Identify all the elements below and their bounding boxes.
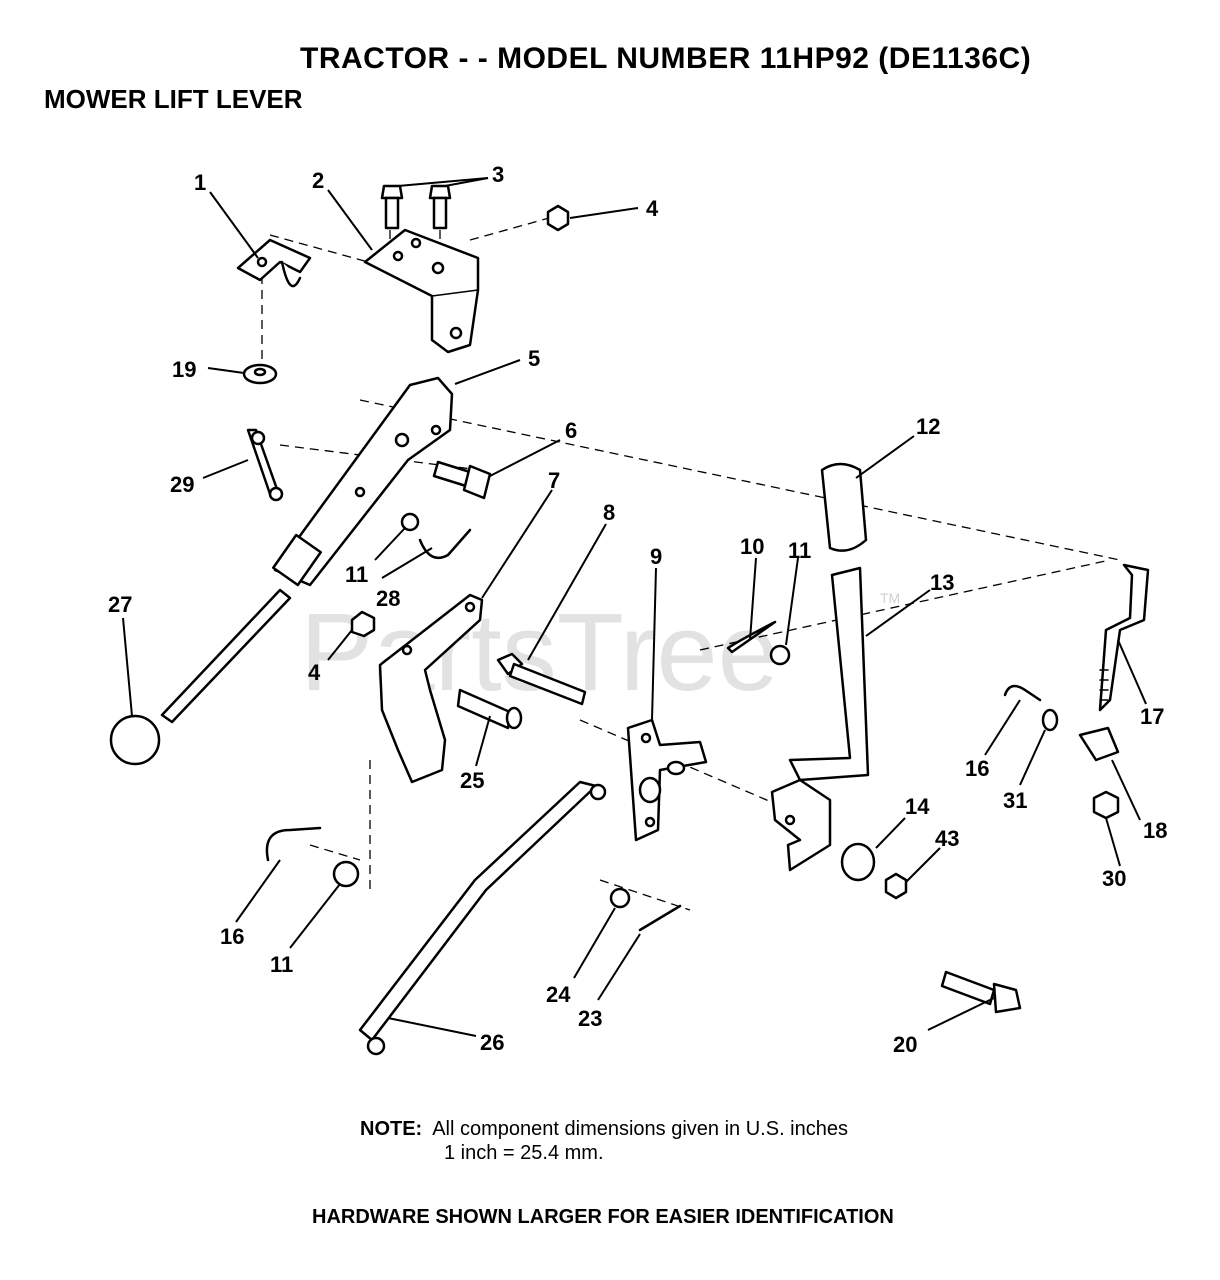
part-20-bolt [940, 970, 1022, 1014]
callout-7: 7 [548, 468, 560, 493]
callout-18: 18 [1143, 818, 1167, 843]
part-11-washer [769, 644, 791, 666]
callout-30: 30 [1102, 866, 1126, 891]
callout-12: 12 [916, 414, 940, 439]
callout-16: 16 [965, 756, 989, 781]
callout-23: 23 [578, 1006, 602, 1031]
callout-3: 3 [492, 162, 504, 187]
callout-6: 6 [565, 418, 577, 443]
part-8-bolt [496, 652, 587, 706]
callout-25: 25 [460, 768, 484, 793]
part-19-nut [242, 363, 278, 385]
part-26-link-rod [358, 780, 607, 1056]
part-17-rod [1098, 563, 1150, 712]
part-25-spacer [456, 688, 523, 730]
callout-8: 8 [603, 500, 615, 525]
callout-11: 11 [270, 952, 293, 977]
part-5-lever-arm [271, 376, 454, 587]
part-31-washer [1041, 708, 1059, 732]
callout-4: 4 [646, 196, 659, 221]
part-3-bolts [380, 184, 452, 230]
part-11-washer [400, 512, 420, 532]
part-4-nut [546, 204, 570, 232]
callout-24: 24 [546, 982, 571, 1007]
callout-9: 9 [650, 544, 662, 569]
part-18-clevis [1078, 726, 1120, 762]
callout-4: 4 [308, 660, 321, 685]
part-13-lever [770, 566, 870, 872]
part-10-cotter-pin [726, 620, 777, 654]
callout-10: 10 [740, 534, 764, 559]
callout-14: 14 [905, 794, 930, 819]
callout-2: 2 [312, 168, 324, 193]
callout-16: 16 [220, 924, 244, 949]
callout-29: 29 [170, 472, 194, 497]
callout-labels: 1 2 3 4 19 5 6 29 12 7 8 9 10 11 11 28 2… [108, 162, 1167, 1057]
callout-26: 26 [480, 1030, 504, 1055]
part-12-grip [820, 462, 868, 552]
part-28-hairpin [418, 528, 472, 560]
part-30-nut [1092, 790, 1120, 820]
note-line-1: All component dimensions given in U.S. i… [432, 1118, 848, 1140]
page-title: TRACTOR - - MODEL NUMBER 11HP92 (DE1136C… [300, 42, 1032, 75]
watermark-trademark: TM [880, 590, 900, 606]
watermark-text: PartsTree [300, 591, 779, 714]
part-16-hairpin [1003, 684, 1042, 702]
callout-13: 13 [930, 570, 954, 595]
callout-11: 11 [788, 538, 811, 563]
dimension-note: NOTE: All component dimensions given in U… [360, 1116, 848, 1142]
part-7-bracket-plate [378, 593, 484, 784]
callout-43: 43 [935, 826, 959, 851]
part-9-plate [626, 718, 708, 842]
part-1-clip [236, 238, 312, 288]
callout-11: 11 [345, 562, 368, 587]
callout-17: 17 [1140, 704, 1164, 729]
part-29-link [246, 428, 284, 502]
callout-20: 20 [893, 1032, 917, 1057]
callout-1: 1 [194, 170, 206, 195]
callout-28: 28 [376, 586, 400, 611]
callout-31: 31 [1003, 788, 1027, 813]
part-14-bushing [840, 842, 876, 882]
note-line-2: 1 inch = 25.4 mm. [444, 1142, 604, 1164]
part-4-nut [350, 610, 376, 638]
callout-leaders [122, 177, 1147, 1037]
part-27-rod-knob [109, 588, 292, 766]
part-11-washer [332, 860, 360, 888]
callout-5: 5 [528, 346, 540, 371]
section-subtitle: MOWER LIFT LEVER [44, 84, 303, 114]
note-label: NOTE: [360, 1118, 423, 1140]
part-24-washer [609, 887, 631, 909]
footer-note: HARDWARE SHOWN LARGER FOR EASIER IDENTIF… [312, 1206, 894, 1228]
part-23-cotter-pin [638, 904, 682, 932]
part-6-bolt [432, 460, 492, 500]
part-2-bracket [363, 228, 480, 354]
part-16-hairpin [265, 826, 322, 862]
callout-19: 19 [172, 357, 196, 382]
part-43-nut [884, 872, 908, 900]
assembly-guide-lines [261, 214, 1121, 911]
callout-27: 27 [108, 592, 132, 617]
